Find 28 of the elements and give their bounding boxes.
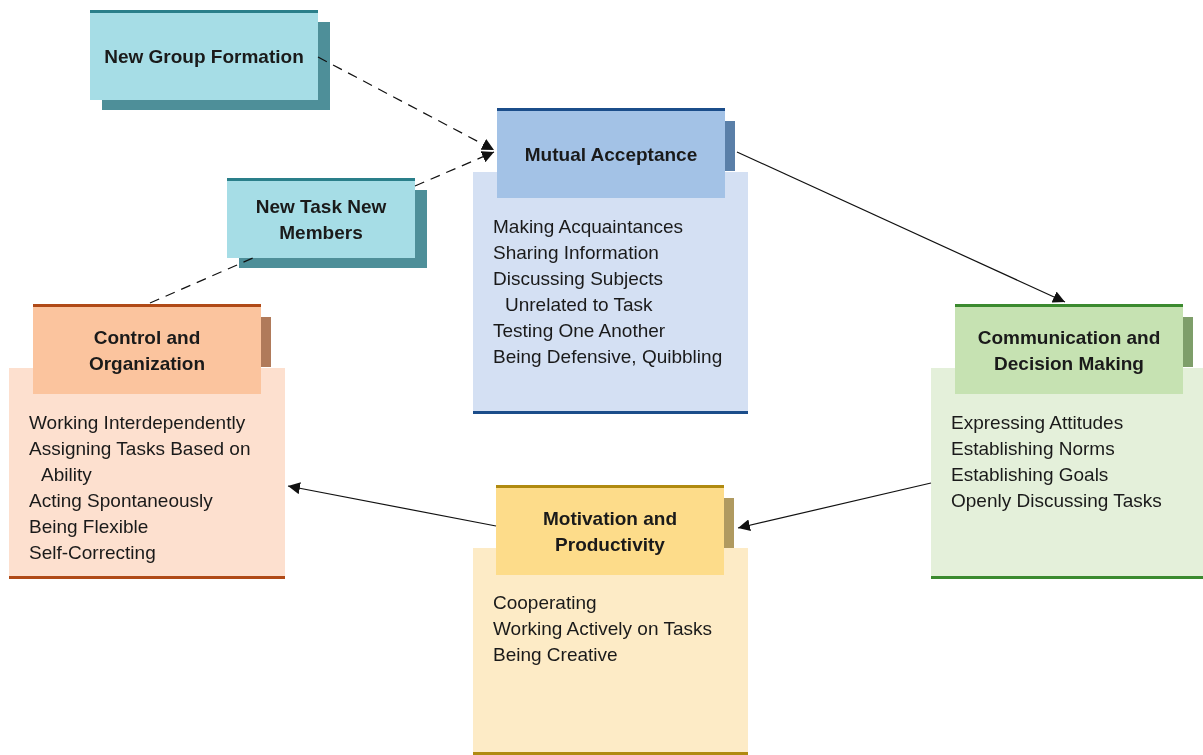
stage-header: Motivation and Productivity (496, 485, 724, 575)
arrow (414, 151, 495, 187)
list-item: Discussing Subjects Unrelated to Task (493, 267, 665, 317)
stage-header: Control and Organization (33, 304, 261, 394)
list-item: Establishing Norms (951, 437, 1116, 461)
list-item: Establishing Goals (951, 463, 1110, 487)
list-item: Sharing Information (493, 241, 660, 265)
stage-header: New Task New Members (227, 178, 415, 258)
list-item: Working Interdependently (29, 411, 247, 435)
stage-header: Communication and Decision Making (955, 304, 1183, 394)
list-item: Self-Correcting (29, 541, 157, 565)
arrow (287, 482, 497, 527)
list-item: Cooperating (493, 591, 598, 615)
list-item: Making Acquaintances (493, 215, 685, 239)
list-item: Testing One Another (493, 319, 667, 343)
arrow (317, 56, 495, 151)
stage-header: Mutual Acceptance (497, 108, 725, 198)
list-item: Being Flexible (29, 515, 150, 539)
list-item: Expressing Attitudes (951, 411, 1125, 435)
list-item: Assigning Tasks Based on Ability (29, 437, 252, 487)
list-item: Being Defensive, Quibbling (493, 345, 724, 369)
list-item: Being Creative (493, 643, 619, 667)
arrow (737, 482, 932, 532)
list-item: Acting Spontaneously (29, 489, 214, 513)
list-item: Working Actively on Tasks (493, 617, 713, 641)
arrow (736, 151, 1066, 303)
list-item: Openly Discussing Tasks (951, 489, 1163, 513)
stage-header: New Group Formation (90, 10, 318, 100)
